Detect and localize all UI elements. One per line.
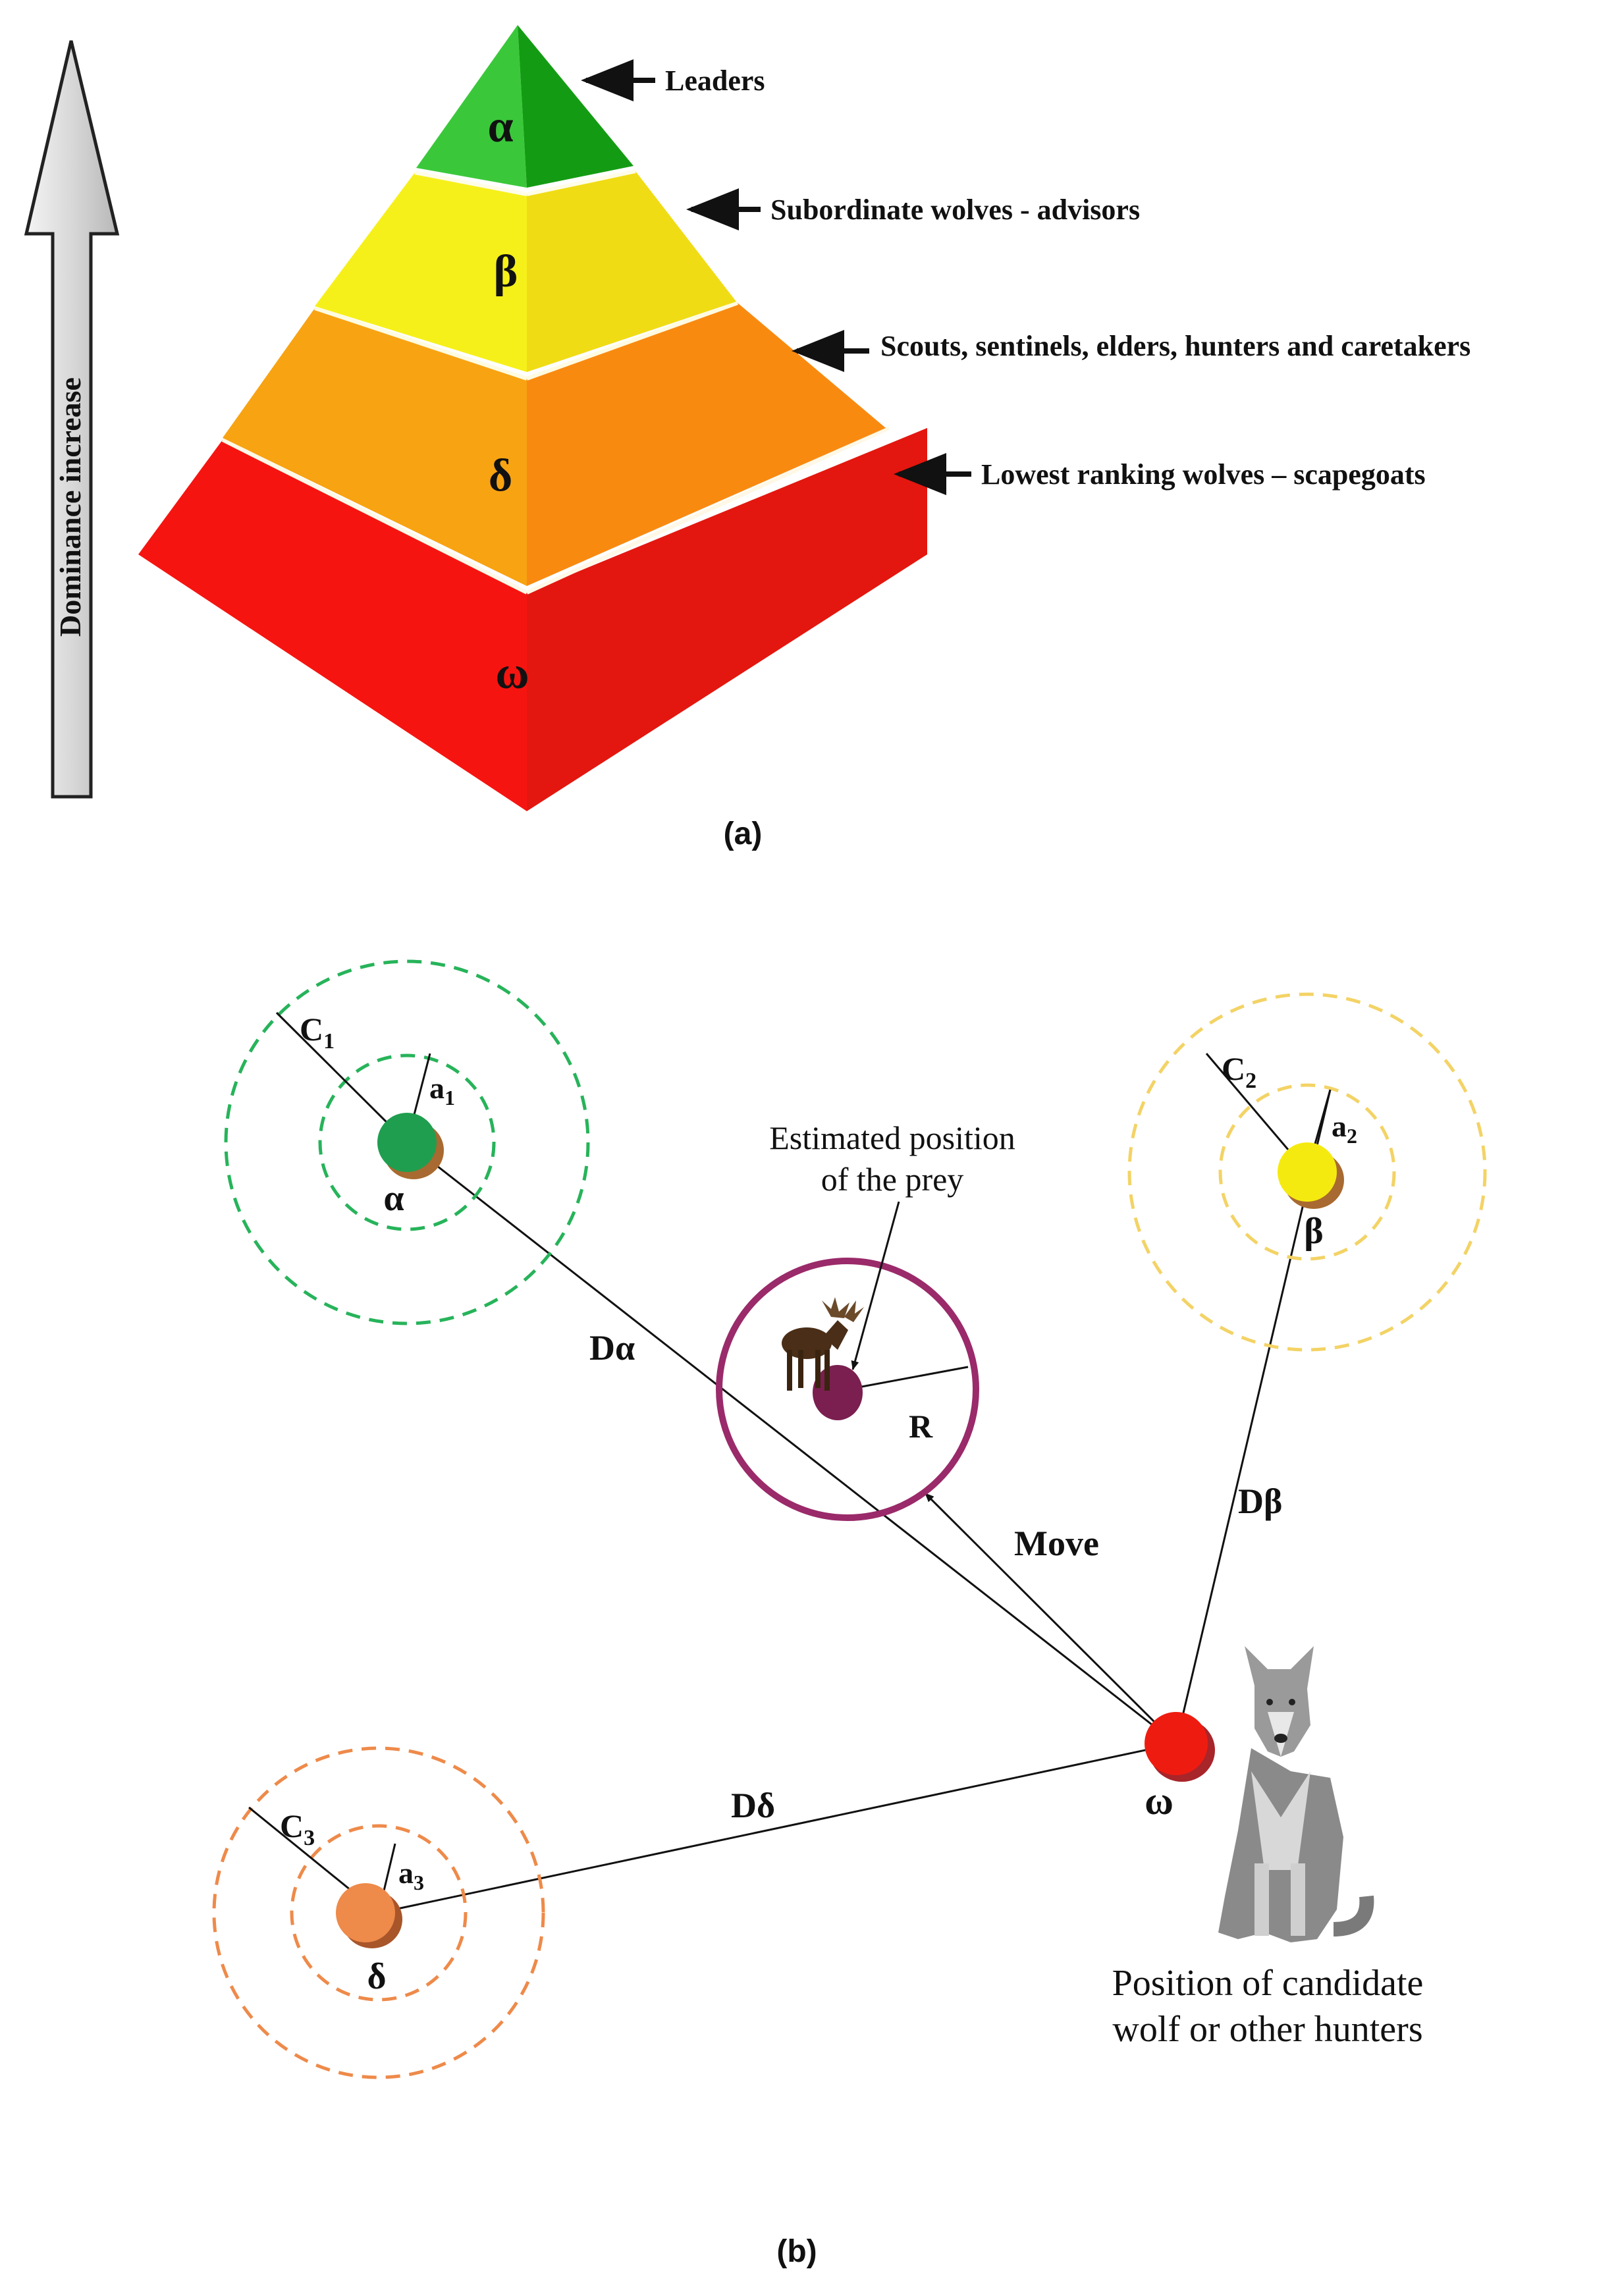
beta-wolf-node [1278,1142,1337,1202]
prey-label-line1: Estimated position [769,1119,1015,1156]
delta-inner-ring [290,1824,468,2002]
level-label-scouts: Scouts, sentinels, elders, hunters and c… [880,330,1470,362]
omega-wolf-node [1145,1712,1208,1775]
wolf-icon [1218,1646,1374,1942]
alpha-wolf-node [377,1113,437,1172]
tier-symbol-omega: ω [495,648,529,699]
panel-a: Dominance increase [24,25,1470,851]
delta-wolf-node [336,1883,395,1942]
alpha-c-label: C1 [300,1011,335,1054]
move-label: Move [1014,1524,1099,1563]
delta-outer-ring [212,1746,545,2079]
level-label-scapegoats: Lowest ranking wolves – scapegoats [981,458,1426,491]
panel-a-caption: (a) [724,816,763,851]
alpha-wolf-group: C1 a1 α [224,959,590,1325]
move-arrow [924,1492,1177,1745]
prey-radius-label: R [909,1408,933,1445]
pyramid-tier-beta [315,169,736,372]
dominance-axis-label: Dominance increase [53,377,87,637]
prey-radius-ring [716,1258,979,1521]
beta-outer-ring [1127,992,1487,1352]
pyramid-tier-delta [223,301,886,586]
distance-label-delta: Dδ [731,1786,775,1825]
alpha-inner-ring [318,1054,496,1231]
delta-a-label: a3 [398,1856,424,1894]
beta-wolf-group: C2 a2 β [1127,992,1487,1352]
distance-line-alpha [406,1141,1177,1745]
distance-label-alpha: Dα [589,1328,635,1368]
hierarchy-pyramid: α β δ ω [138,25,927,811]
pyramid-tier-omega [138,426,927,811]
alpha-a-label: a1 [429,1071,455,1109]
alpha-symbol: α [383,1178,404,1219]
beta-symbol: β [1304,1211,1324,1252]
beta-inner-ring [1218,1083,1396,1261]
candidate-label-line2: wolf or other hunters [1112,2009,1422,2050]
level-label-advisors: Subordinate wolves - advisors [770,194,1140,226]
prey-group: Estimated position of the prey R [716,1119,1015,1521]
prey-label-line2: of the prey [821,1161,964,1198]
panel-b: C1 a1 α C2 a2 β [212,959,1487,2269]
beta-a-label: a2 [1332,1109,1357,1148]
alpha-outer-ring [224,959,590,1325]
tier-symbol-delta: δ [489,450,512,501]
beta-c-label: C2 [1222,1050,1256,1093]
pyramid-tier-alpha [416,25,634,188]
delta-c-label: C3 [280,1807,315,1850]
moose-icon [782,1297,864,1391]
omega-symbol: ω [1145,1779,1173,1823]
delta-symbol: δ [367,1956,386,1997]
tier-symbol-alpha: α [487,101,513,152]
delta-wolf-group: C3 a3 δ [212,1746,545,2079]
distance-line-delta [378,1742,1177,1914]
dominance-arrow: Dominance increase [24,40,120,799]
level-annotations: Leaders Subordinate wolves - advisors Sc… [581,59,1470,495]
level-label-leaders: Leaders [665,65,765,97]
distance-label-beta: Dβ [1238,1482,1282,1521]
tier-symbol-beta: β [494,246,518,297]
candidate-wolf-group: ω Position of candidate wolf or other hu… [1112,1646,1424,2050]
candidate-label-line1: Position of candidate [1112,1963,1424,2004]
panel-b-caption: (b) [776,2234,817,2269]
